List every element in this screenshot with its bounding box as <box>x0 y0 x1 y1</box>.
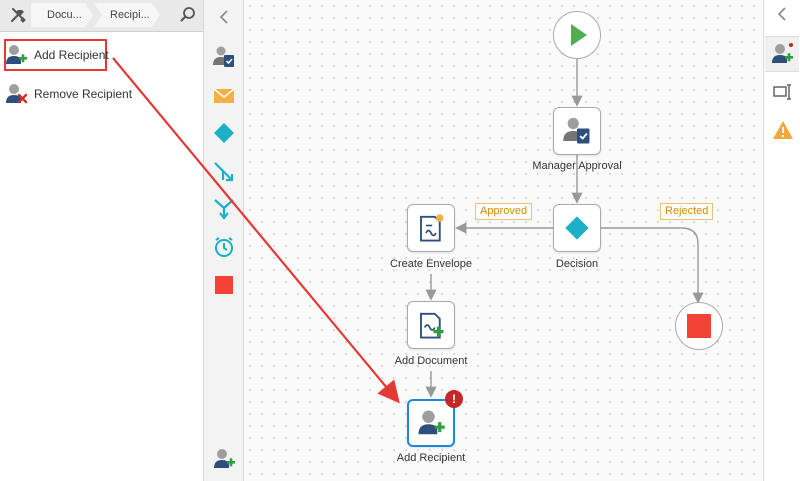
breadcrumb: Docu... Recipi... <box>0 0 203 32</box>
branch-label-rejected: Rejected <box>660 203 714 220</box>
create-envelope-icon <box>420 214 444 242</box>
workflow-canvas[interactable] <box>244 0 762 481</box>
breadcrumb-item-label: Docu... <box>47 9 82 21</box>
node-label: Add Recipient <box>396 452 466 464</box>
highlight-box <box>4 39 107 71</box>
list-item-label: Remove Recipient <box>34 87 133 101</box>
node-label: Add Document <box>394 355 468 367</box>
list-item-label: Add Recipient <box>34 48 109 62</box>
decision-icon <box>565 216 589 240</box>
chevron-left-icon[interactable] <box>775 6 791 26</box>
search-icon[interactable] <box>179 6 197 24</box>
decision-node[interactable] <box>553 204 601 252</box>
play-icon <box>571 24 587 46</box>
stop-icon[interactable] <box>212 273 236 297</box>
breadcrumb-item-documents[interactable]: Docu... <box>31 3 93 27</box>
add-recipient-icon <box>418 410 445 435</box>
drag-arrow <box>112 57 400 404</box>
merge-icon[interactable] <box>212 160 236 184</box>
manager-approval-node[interactable] <box>553 107 601 155</box>
tools-icon[interactable] <box>9 6 27 24</box>
node-label: Decision <box>555 258 599 270</box>
properties-panel <box>763 0 800 481</box>
error-badge-icon[interactable]: ! <box>445 390 463 408</box>
end-node[interactable] <box>675 302 723 350</box>
shape-palette <box>204 0 244 481</box>
node-label: Manager Approval <box>532 160 622 172</box>
chevron-left-icon[interactable] <box>212 5 236 29</box>
email-icon[interactable] <box>212 84 236 108</box>
user-task-icon <box>563 117 590 144</box>
breadcrumb-item-recipients[interactable]: Recipi... <box>94 3 160 27</box>
list-item-add-recipient[interactable]: Add Recipient <box>4 40 200 70</box>
connector <box>601 227 704 304</box>
add-recipient-icon <box>770 42 794 69</box>
stop-icon <box>687 314 711 338</box>
toolbox-panel: Docu... Recipi... Add Recipient <box>0 0 204 481</box>
timer-icon[interactable] <box>212 235 236 259</box>
split-icon[interactable] <box>212 197 236 221</box>
start-node[interactable] <box>553 11 601 59</box>
add-recipient-icon[interactable] <box>212 447 236 471</box>
add-recipient-tab[interactable] <box>765 36 799 72</box>
list-item-remove-recipient[interactable]: Remove Recipient <box>4 79 200 109</box>
add-recipient-node[interactable] <box>407 399 455 447</box>
decision-icon[interactable] <box>212 121 236 145</box>
add-recipient-icon <box>4 43 28 67</box>
warning-icon[interactable] <box>772 119 794 141</box>
branch-label-approved: Approved <box>475 203 533 220</box>
user-task-icon[interactable] <box>212 45 236 69</box>
properties-icon[interactable] <box>772 81 794 103</box>
breadcrumb-item-label: Recipi... <box>110 9 150 21</box>
add-document-icon <box>420 312 444 339</box>
add-document-node[interactable] <box>407 301 455 349</box>
create-envelope-node[interactable] <box>407 204 455 252</box>
node-label: Create Envelope <box>390 258 472 270</box>
remove-recipient-icon <box>4 82 28 106</box>
